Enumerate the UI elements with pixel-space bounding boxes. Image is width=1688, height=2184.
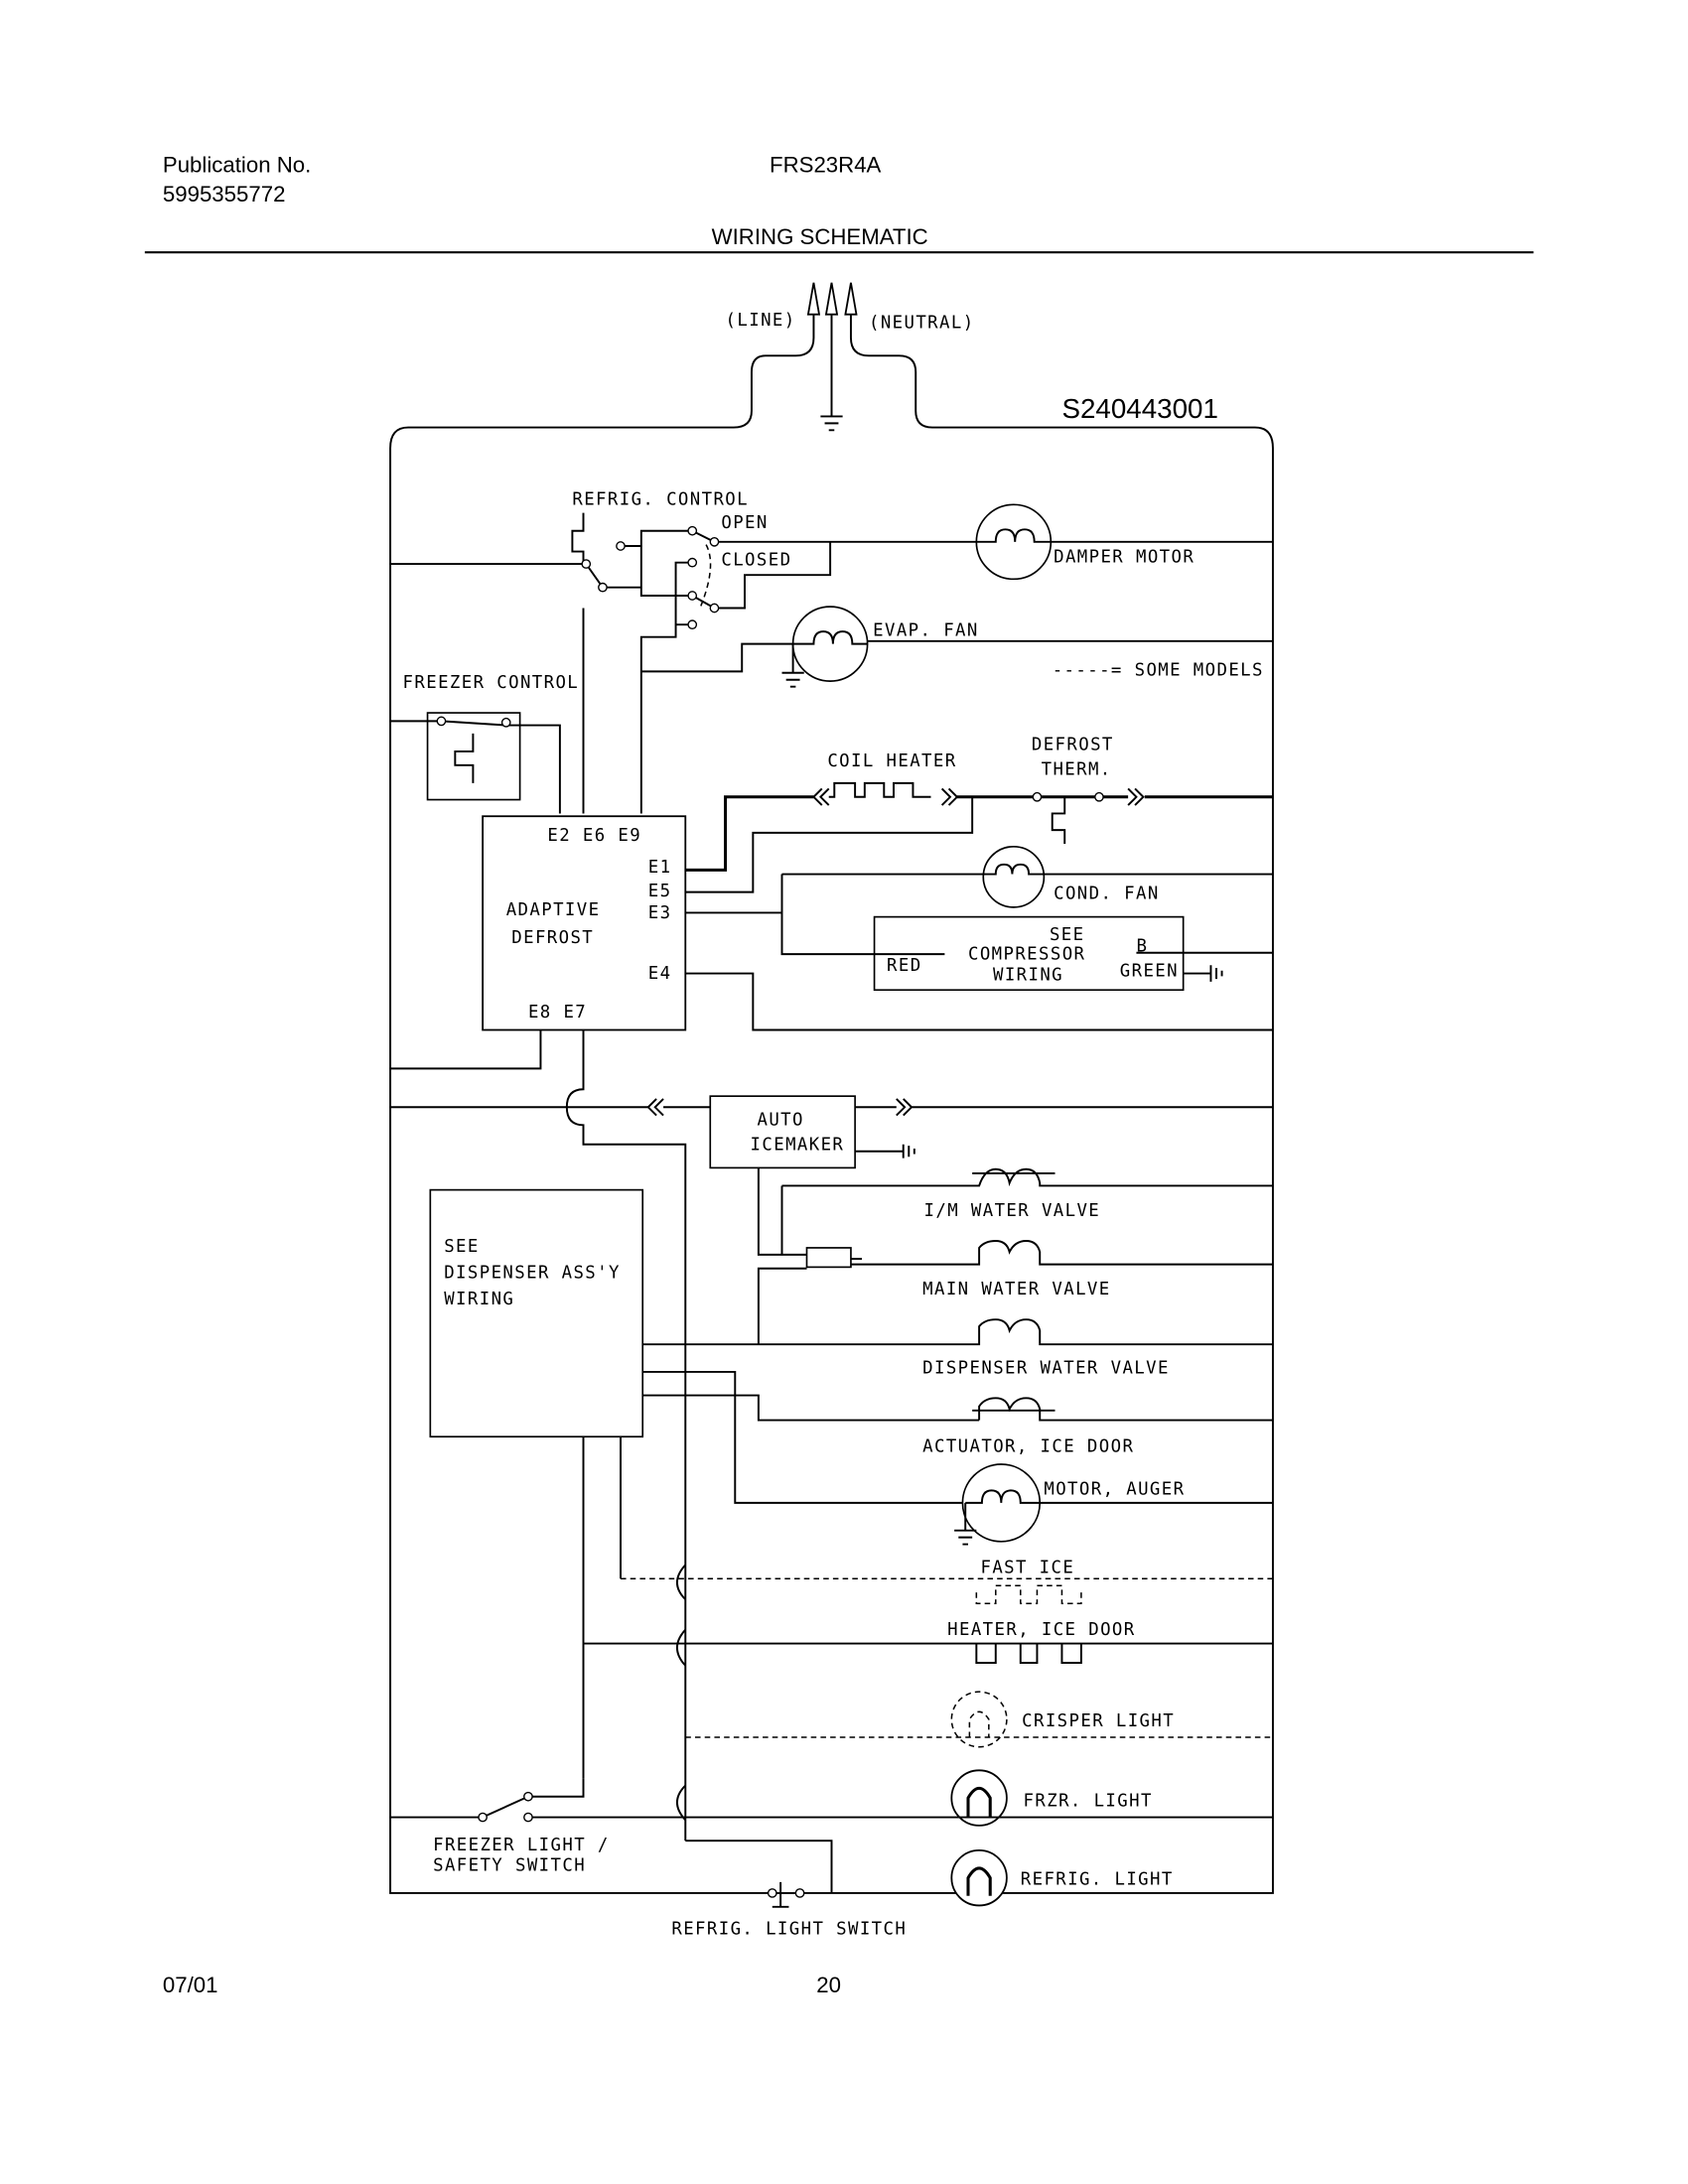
evap-fan: EVAP. FAN — [640, 606, 1273, 688]
auto-icemaker: AUTO ICEMAKER — [646, 1095, 1273, 1256]
publication-number: 5995355772 — [163, 182, 286, 206]
power-cord: (LINE) (NEUTRAL) — [389, 282, 1274, 1894]
line-label: (LINE) — [726, 311, 796, 331]
cond-fan: COND. FAN — [685, 845, 1273, 956]
terminal-e3: E3 — [648, 903, 672, 923]
heater-ice-door-label: HEATER, ICE DOOR — [947, 1620, 1135, 1640]
closed-label: CLOSED — [721, 550, 791, 570]
freezer-switch-label-2: SAFETY SWITCH — [433, 1856, 586, 1876]
motor-auger-label: MOTOR, AUGER — [1044, 1480, 1185, 1500]
freezer-switch-label-1: FREEZER LIGHT / — [433, 1836, 610, 1855]
main-water-valve-label: MAIN WATER VALVE — [922, 1280, 1110, 1299]
im-water-valve-label: I/M WATER VALVE — [924, 1201, 1101, 1221]
frzr-light-label: FRZR. LIGHT — [1024, 1791, 1153, 1811]
dispenser-assembly: SEE DISPENSER ASS'Y WIRING — [429, 1188, 1273, 1779]
bulb-icon — [950, 1848, 1008, 1907]
compressor-wiring-text: WIRING — [993, 966, 1063, 986]
refrig-control-label: REFRIG. CONTROL — [572, 489, 749, 509]
fast-ice: FAST ICE — [975, 1559, 1082, 1605]
refrig-light: REFRIG. LIGHT — [685, 1840, 1174, 1907]
crisper-light: CRISPER LIGHT — [685, 1691, 1273, 1748]
compressor-see: SEE — [1050, 925, 1085, 945]
terminal-e4: E4 — [648, 964, 672, 984]
drawing-number: S240443001 — [1061, 393, 1218, 424]
coil-heater: COIL HEATER DEFROST THERM. — [685, 736, 1273, 893]
dispenser-wiring: WIRING — [444, 1290, 514, 1309]
frzr-light: FRZR. LIGHT — [530, 1769, 1273, 1827]
bulb-icon — [950, 1769, 1008, 1827]
terminal-e1: E1 — [648, 858, 672, 878]
terminal — [709, 536, 720, 547]
icemaker-label: ICEMAKER — [751, 1135, 845, 1155]
cond-fan-label: COND. FAN — [1054, 885, 1160, 904]
terminal — [687, 591, 698, 601]
terminal — [709, 603, 720, 614]
legend-some-models: -----= SOME MODELS — [1053, 661, 1264, 681]
compressor-compressor: COMPRESSOR — [968, 945, 1085, 965]
terminal — [598, 582, 608, 593]
freezer-control: FREEZER CONTROL — [390, 673, 580, 814]
green-wire-label: GREEN — [1120, 961, 1179, 981]
b-terminal-label: B — [1136, 936, 1148, 956]
terminal — [687, 525, 698, 536]
main-water-valve: MAIN WATER VALVE — [805, 1240, 1273, 1299]
coil-heater-label: COIL HEATER — [827, 751, 956, 771]
heater-ice-door: HEATER, ICE DOOR — [583, 1620, 1273, 1664]
bulb-icon — [950, 1691, 1008, 1748]
schematic: (LINE) (NEUTRAL) S240443001 REFRIG. CONT… — [389, 282, 1274, 1940]
dispenser-water-valve-label: DISPENSER WATER VALVE — [922, 1358, 1170, 1378]
damper-motor-label: DAMPER MOTOR — [1054, 548, 1195, 568]
line-arrow-icon — [806, 282, 821, 316]
freezer-light-safety-switch: FREEZER LIGHT / SAFETY SWITCH — [390, 1778, 610, 1876]
defrost-therm-label-2: THERM. — [1042, 760, 1112, 780]
terminal — [687, 619, 698, 630]
fan-motor-icon — [982, 845, 1046, 908]
dispenser-see: SEE — [444, 1237, 480, 1257]
actuator-ice-door-label: ACTUATOR, ICE DOOR — [922, 1437, 1134, 1457]
terminal — [616, 541, 626, 551]
top-terminals: E2 E6 E9 — [547, 826, 641, 846]
open-label: OPEN — [721, 513, 768, 533]
motor-auger: MOTOR, AUGER — [954, 1463, 1273, 1546]
dispenser-assy: DISPENSER ASS'Y — [444, 1264, 621, 1284]
terminal — [687, 557, 698, 568]
page-title: WIRING SCHEMATIC — [712, 224, 928, 249]
evap-fan-label: EVAP. FAN — [873, 620, 979, 640]
dispenser-water-valve: DISPENSER WATER VALVE — [685, 1318, 1273, 1378]
publication-label: Publication No. — [163, 153, 311, 178]
neutral-arrow-icon — [844, 282, 858, 316]
connector-icon — [805, 1247, 852, 1269]
freezer-control-label: FREEZER CONTROL — [403, 673, 580, 693]
compressor-wiring: SEE COMPRESSOR WIRING RED B GREEN — [685, 915, 1273, 1031]
bottom-terminals: E8 E7 — [528, 1003, 587, 1023]
refrig-control: REFRIG. CONTROL OPEN CLOSED — [390, 489, 1273, 814]
ground-arrow-icon — [824, 282, 839, 316]
terminal — [581, 559, 592, 569]
terminal-e5: E5 — [648, 882, 672, 901]
icemaker-auto: AUTO — [758, 1110, 804, 1130]
footer-date: 07/01 — [163, 1973, 218, 1997]
red-wire-label: RED — [887, 956, 922, 976]
model-number: FRS23R4A — [770, 153, 882, 178]
defrost-therm-label-1: DEFROST — [1032, 736, 1114, 755]
refrig-light-label: REFRIG. LIGHT — [1021, 1870, 1174, 1890]
damper-motor: DAMPER MOTOR — [975, 503, 1195, 581]
page-number: 20 — [816, 1973, 841, 1997]
crisper-light-label: CRISPER LIGHT — [1022, 1711, 1175, 1731]
defrost-label: DEFROST — [511, 928, 594, 948]
refrig-light-switch: REFRIG. LIGHT SWITCH — [671, 1881, 907, 1940]
fast-ice-label: FAST ICE — [981, 1559, 1075, 1578]
actuator-ice-door: ACTUATOR, ICE DOOR — [922, 1397, 1273, 1457]
im-water-valve: I/M WATER VALVE — [781, 1167, 1273, 1221]
neutral-label: (NEUTRAL) — [869, 314, 975, 334]
refrig-light-switch-label: REFRIG. LIGHT SWITCH — [671, 1920, 907, 1940]
adaptive-label: ADAPTIVE — [506, 900, 601, 920]
